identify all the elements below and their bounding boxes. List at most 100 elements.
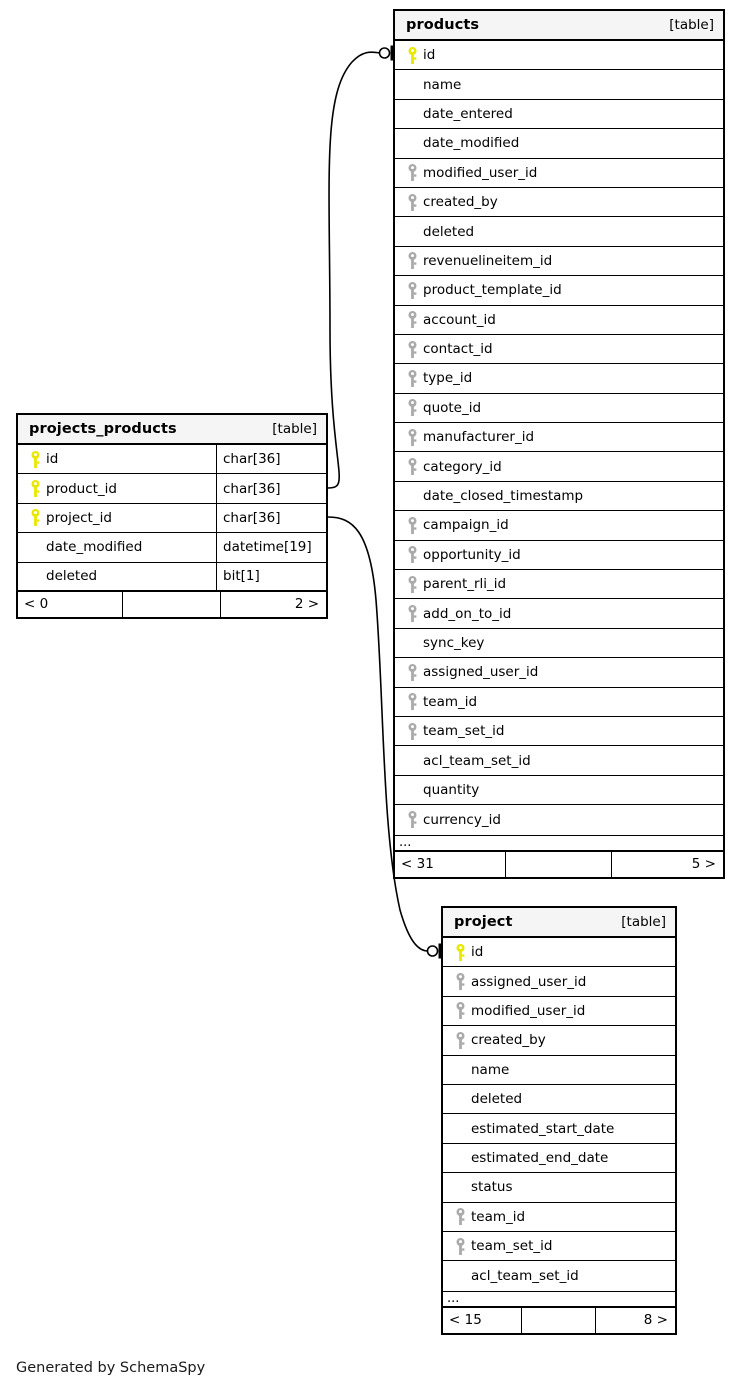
column-row[interactable]: contact_id: [395, 334, 723, 365]
column-row[interactable]: acl_team_set_id: [395, 746, 723, 776]
column-name-cell: date_modified: [395, 135, 723, 152]
footer-child-count[interactable]: 8 >: [643, 1312, 668, 1329]
column-row[interactable]: deleted: [395, 217, 723, 247]
column-label: type_id: [423, 370, 473, 387]
column-type-cell: char[36]: [216, 503, 326, 533]
column-row[interactable]: quote_id: [395, 393, 723, 424]
column-name-cell: deleted: [395, 223, 723, 240]
column-row[interactable]: project_id char[36]: [18, 503, 326, 534]
key-icon-placeholder: [450, 1091, 471, 1108]
column-label: estimated_start_date: [471, 1120, 615, 1137]
column-row[interactable]: modified_user_id: [443, 996, 675, 1027]
column-label: id: [423, 47, 436, 64]
column-row[interactable]: status: [443, 1173, 675, 1203]
column-label: team_id: [471, 1208, 526, 1225]
column-row[interactable]: date_closed_timestamp: [395, 481, 723, 512]
column-row[interactable]: team_set_id: [443, 1231, 675, 1262]
column-row[interactable]: acl_team_set_id: [443, 1261, 675, 1291]
column-label: quote_id: [423, 399, 482, 416]
column-label: team_set_id: [471, 1238, 553, 1255]
column-name-cell: sync_key: [395, 635, 723, 652]
primary-key-icon: [25, 450, 46, 468]
column-row[interactable]: add_on_to_id: [395, 599, 723, 629]
column-row[interactable]: assigned_user_id: [395, 658, 723, 688]
column-label: created_by: [423, 194, 498, 211]
column-row[interactable]: name: [443, 1055, 675, 1085]
column-row[interactable]: team_id: [395, 687, 723, 717]
column-row[interactable]: sync_key: [395, 628, 723, 659]
table-footer-project: < 15 8 >: [443, 1307, 675, 1333]
column-row[interactable]: opportunity_id: [395, 540, 723, 571]
column-label: name: [471, 1061, 510, 1078]
column-overflow-indicator: ...: [395, 834, 723, 852]
column-row[interactable]: account_id: [395, 305, 723, 335]
column-row[interactable]: date_modified: [395, 129, 723, 159]
column-type-cell: datetime[19]: [216, 533, 326, 562]
column-row[interactable]: manufacturer_id: [395, 423, 723, 453]
column-row[interactable]: product_template_id: [395, 276, 723, 306]
foreign-key-icon: [450, 1031, 471, 1049]
foreign-key-icon: [402, 722, 423, 740]
column-row[interactable]: modified_user_id: [395, 158, 723, 188]
column-row[interactable]: id: [443, 938, 675, 968]
foreign-key-icon: [402, 575, 423, 593]
footer-parent-count[interactable]: < 31: [401, 856, 434, 873]
column-row[interactable]: type_id: [395, 364, 723, 394]
column-row[interactable]: assigned_user_id: [443, 967, 675, 997]
column-label: modified_user_id: [471, 1002, 586, 1019]
table-title: products: [406, 17, 480, 33]
footer-child-count[interactable]: 2 >: [294, 596, 320, 613]
footer-child-count[interactable]: 5 >: [691, 856, 716, 873]
column-label: estimated_end_date: [471, 1149, 609, 1166]
foreign-key-icon: [402, 281, 423, 299]
column-row[interactable]: campaign_id: [395, 511, 723, 541]
column-name-cell: contact_id: [395, 340, 723, 358]
footer-parent-count[interactable]: < 15: [449, 1312, 482, 1329]
column-name-cell: quantity: [395, 781, 723, 798]
column-label: currency_id: [423, 811, 501, 828]
column-label: status: [471, 1179, 513, 1196]
column-row[interactable]: quantity: [395, 775, 723, 806]
column-row[interactable]: currency_id: [395, 805, 723, 835]
column-label: account_id: [423, 311, 496, 328]
column-row[interactable]: created_by: [395, 187, 723, 218]
foreign-key-icon: [402, 340, 423, 358]
column-row[interactable]: name: [395, 70, 723, 100]
column-name-cell: manufacturer_id: [395, 428, 723, 446]
column-row[interactable]: estimated_start_date: [443, 1114, 675, 1144]
column-name-cell: modified_user_id: [395, 164, 723, 182]
column-row[interactable]: category_id: [395, 452, 723, 482]
key-icon-placeholder: [402, 752, 423, 769]
column-name-cell: quote_id: [395, 399, 723, 417]
column-row[interactable]: team_id: [443, 1202, 675, 1232]
column-name-cell: assigned_user_id: [443, 973, 675, 991]
column-label: team_id: [423, 693, 478, 710]
column-row[interactable]: estimated_end_date: [443, 1143, 675, 1174]
column-name-cell: campaign_id: [395, 516, 723, 534]
column-label: manufacturer_id: [423, 429, 535, 446]
column-row[interactable]: team_set_id: [395, 716, 723, 747]
column-row[interactable]: id: [395, 41, 723, 71]
column-row[interactable]: revenuelineitem_id: [395, 246, 723, 277]
foreign-key-icon: [402, 663, 423, 681]
column-overflow-indicator: ...: [443, 1290, 675, 1308]
column-name-cell: deleted: [443, 1091, 675, 1108]
column-name-cell: product_template_id: [395, 281, 723, 299]
key-icon-placeholder: [450, 1149, 471, 1166]
column-label: id: [471, 944, 484, 961]
footer-parent-count[interactable]: < 0: [24, 596, 49, 613]
column-label: project_id: [46, 509, 112, 526]
table-type-tag: [table]: [669, 17, 714, 33]
column-row[interactable]: created_by: [443, 1026, 675, 1056]
column-row[interactable]: date_entered: [395, 99, 723, 130]
column-row[interactable]: deleted: [443, 1084, 675, 1115]
column-row[interactable]: parent_rli_id: [395, 570, 723, 600]
